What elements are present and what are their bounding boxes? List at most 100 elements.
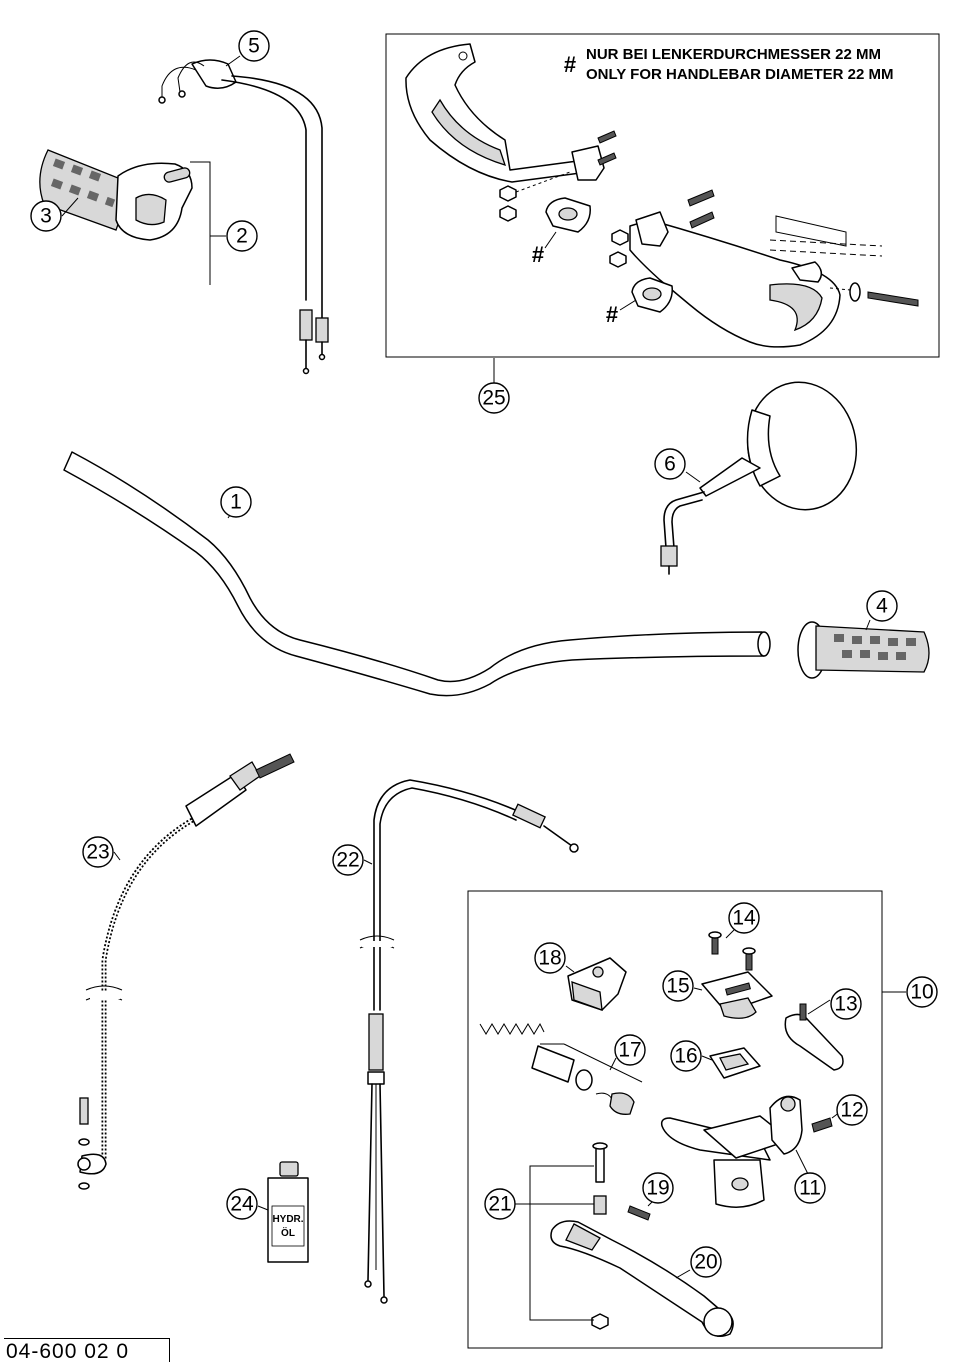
callout-25: 25: [478, 382, 510, 414]
cable-22-nipple: [569, 843, 579, 853]
clutch-lever-tip: [703, 1307, 733, 1337]
svg-text:6: 6: [664, 453, 676, 476]
callout-5: 5: [238, 30, 270, 62]
mirror-arm-2: [671, 499, 703, 549]
right-nut-2: [609, 251, 627, 268]
piston-cap: [609, 1092, 635, 1115]
handlebar: [63, 451, 765, 697]
grip-ghost-axis-2: [769, 249, 883, 257]
spacer-left-bore: [558, 207, 578, 221]
cable-22-branch-2: [379, 1083, 385, 1297]
handguard-left-hole: [458, 51, 468, 61]
lever-13: [784, 1013, 844, 1071]
cover-screw-1-head: [708, 931, 722, 939]
cable-22-end-1: [364, 1280, 372, 1288]
leader-14: [725, 929, 735, 939]
throttle-housing-slot: [163, 167, 191, 183]
cable-22-end-2: [380, 1296, 388, 1304]
adjuster-screw: [627, 1205, 651, 1221]
svg-text:15: 15: [666, 975, 689, 998]
oil-bottle-label-bg: [271, 1205, 305, 1247]
callout-4: 4: [866, 590, 898, 622]
clamp-18-side: [571, 981, 603, 1011]
callout-23: 23: [82, 836, 114, 868]
clutch-line-hose-core: [103, 817, 197, 1160]
note-line-english: ONLY FOR HANDLEBAR DIAMETER 22 MM: [586, 66, 894, 83]
callout-12: 12: [836, 1094, 868, 1126]
guard-bolt: [867, 291, 919, 307]
clutch-lever: [550, 1220, 734, 1337]
cable-22-inner: [379, 787, 517, 1011]
master-cylinder-clamp: [769, 1095, 803, 1155]
callout-10: 10: [906, 976, 938, 1008]
seal-ring-2: [78, 1182, 90, 1190]
leader-4: [865, 619, 871, 631]
mirror-stem: [699, 457, 761, 497]
oil-bottle-label-line1: HYDR.: [272, 1214, 303, 1225]
oil-bottle-cap: [279, 1161, 299, 1177]
right-clamp: [635, 211, 669, 247]
leader-11: [795, 1149, 809, 1175]
cable-22-break-gap: [362, 941, 392, 947]
right-bolt-1: [687, 189, 715, 207]
svg-text:21: 21: [488, 1193, 511, 1216]
clutch-line-hose: [101, 815, 198, 1160]
note-line-german: NUR BEI LENKERDURCHMESSER 22 MM: [586, 46, 881, 63]
leader-16: [701, 1055, 713, 1061]
hash-mark-2: #: [606, 302, 618, 327]
oil-bottle-label-line2: ÖL: [281, 1226, 295, 1239]
leader-20: [675, 1269, 691, 1279]
lever-nut: [591, 1313, 609, 1330]
clamp-18-hole: [592, 966, 604, 978]
svg-text:17: 17: [618, 1039, 641, 1062]
bracket-17-a: [563, 1043, 643, 1083]
throttle-housing-clamp: [135, 193, 167, 226]
hash-leader-2: [619, 299, 637, 311]
svg-text:25: 25: [482, 387, 505, 410]
callout-22: 22: [332, 844, 364, 876]
reservoir-cover-label: [725, 982, 751, 996]
callout-21: 21: [484, 1188, 516, 1220]
lever-13-pin: [799, 1003, 807, 1021]
callout-2: 2: [226, 220, 258, 252]
svg-text:18: 18: [538, 947, 561, 970]
cable-wire-1: [161, 66, 197, 98]
cable-end-nipple-1: [302, 367, 310, 375]
cover-screw-2-head: [742, 947, 756, 955]
leader-15: [693, 987, 703, 991]
bleed-screw: [79, 1097, 89, 1125]
throttle-cable-2: [231, 75, 323, 321]
cable-nipple-1: [158, 96, 166, 104]
svg-text:13: 13: [834, 993, 857, 1016]
svg-text:24: 24: [230, 1193, 254, 1216]
grip-ghost: [775, 215, 847, 247]
callout-6: 6: [654, 448, 686, 480]
diaphragm-inner: [719, 1053, 750, 1071]
right-nut-1: [611, 229, 629, 246]
piston-seal: [575, 1069, 593, 1091]
cable-22: [373, 779, 521, 1011]
leader-3: [61, 197, 79, 217]
callout-18: 18: [534, 942, 566, 974]
master-cylinder-clamp-bore: [780, 1096, 796, 1112]
svg-text:2: 2: [236, 225, 248, 248]
clutch-line-break-gap: [90, 991, 120, 999]
svg-text:4: 4: [876, 595, 888, 618]
master-cylinder-frame: [467, 890, 883, 1349]
svg-text:16: 16: [674, 1045, 697, 1068]
callout-11: 11: [794, 1172, 826, 1204]
callout-14: 14: [728, 902, 760, 934]
cable-22-adjuster-top: [512, 803, 546, 829]
handguard-frame: [385, 33, 940, 358]
banjo-eye: [77, 1157, 91, 1171]
svg-text:19: 19: [646, 1177, 669, 1200]
hash-leader-1: [544, 231, 557, 249]
drawing-code: 04-600 02 0: [6, 1340, 130, 1363]
svg-text:23: 23: [86, 841, 109, 864]
leader-5: [225, 55, 241, 67]
handguard-left: [405, 43, 589, 183]
svg-text:12: 12: [840, 1099, 863, 1122]
drawing-code-box: [4, 1338, 170, 1362]
callout-20: 20: [690, 1246, 722, 1278]
